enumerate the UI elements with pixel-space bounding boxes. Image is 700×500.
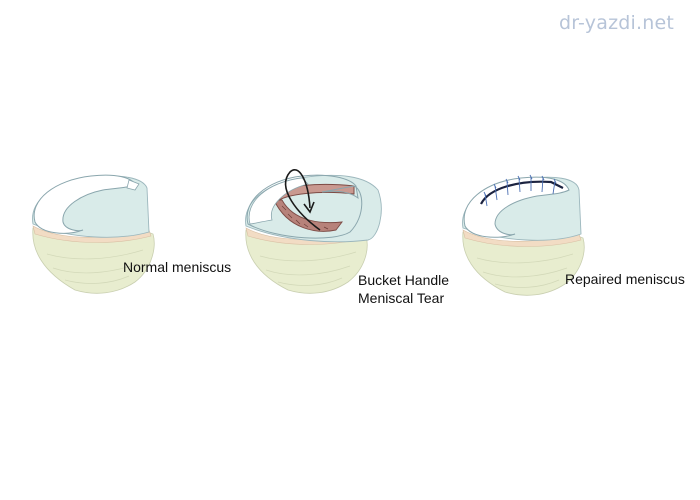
normal-meniscus-illustration	[32, 174, 155, 294]
cartilage-layer	[462, 229, 582, 247]
watermark: dr-yazdi.net	[559, 12, 674, 34]
meniscus-tip	[126, 179, 140, 191]
bucket-handle-label-line1: Bucket Handle	[358, 272, 450, 288]
meniscus	[463, 176, 570, 238]
normal-meniscus-label: Normal meniscus	[123, 259, 232, 275]
repaired-meniscus-label: Repaired meniscus	[565, 271, 685, 287]
tear-band	[273, 199, 343, 232]
tear-hatch	[281, 205, 329, 230]
meniscus	[33, 174, 136, 234]
meniscus-white	[248, 177, 309, 225]
sutures	[484, 177, 556, 207]
tibia-texture	[46, 249, 144, 284]
flip-arrow-head	[303, 201, 315, 214]
suture-ends	[483, 174, 557, 197]
tibia-texture	[259, 251, 357, 286]
bucket-handle-illustration	[245, 169, 382, 294]
normal-meniscus-panel: Normal meniscus	[25, 150, 231, 310]
bucket-handle-panel: Bucket Handle Meniscal Tear	[238, 150, 449, 310]
bucket-handle-label: Bucket Handle Meniscal Tear	[358, 271, 449, 307]
cartilage-layer	[32, 225, 152, 243]
flip-arrow	[284, 169, 321, 231]
repaired-meniscus-panel: Repaired meniscus	[455, 150, 685, 310]
bucket-handle-label-line2: Meniscal Tear	[358, 290, 445, 306]
repair-seam	[480, 180, 564, 205]
tibia-texture	[476, 253, 574, 288]
repaired-meniscus-illustration	[462, 174, 585, 296]
